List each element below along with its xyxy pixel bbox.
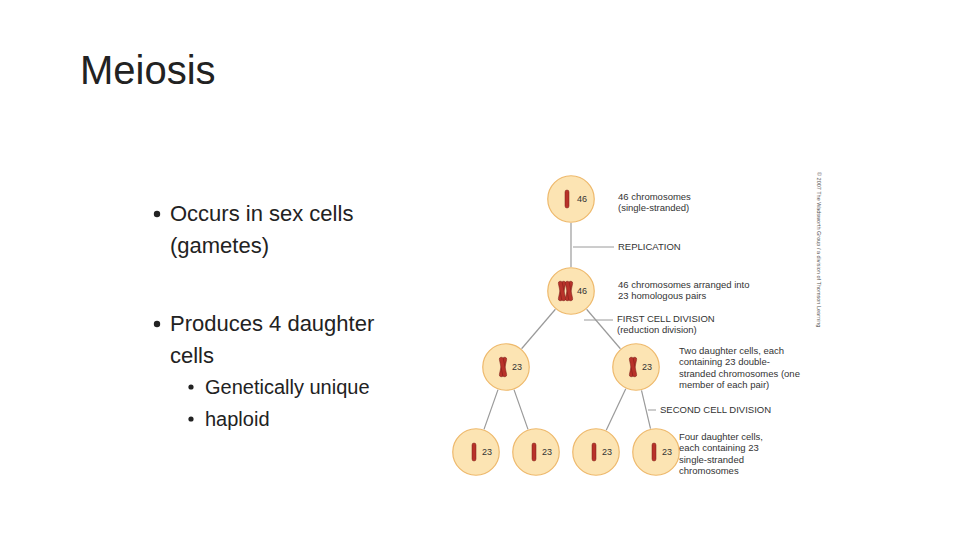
copyright-note: © 2007 The Wadsworth Group / a division … xyxy=(816,172,822,327)
division-line xyxy=(484,390,498,430)
cell-circle: 23 xyxy=(482,343,530,391)
chromosome-count: 23 xyxy=(662,448,672,457)
cell-circle-shape xyxy=(548,268,595,315)
step-label: FIRST CELL DIVISION (reduction division) xyxy=(617,314,745,336)
cell-outline xyxy=(512,428,560,476)
chromosome-count: 23 xyxy=(642,363,652,372)
bullet-dot xyxy=(188,384,193,389)
cell-outline xyxy=(452,428,500,476)
slide-title: Meiosis xyxy=(80,50,216,90)
cell-circle: 23 xyxy=(512,428,560,476)
bullet-dot xyxy=(154,321,160,327)
cell-outline xyxy=(572,428,620,476)
division-line xyxy=(606,389,626,431)
cell-circle-shape xyxy=(453,429,500,476)
chromosome-count: 23 xyxy=(542,448,552,457)
cell-circle-shape xyxy=(613,344,660,391)
annotation: Four daughter cells, each containing 23 … xyxy=(679,431,783,477)
cell-outline xyxy=(547,175,595,223)
chromosome-count: 23 xyxy=(512,363,522,372)
chromosome-count: 46 xyxy=(577,195,587,204)
annotation: Two daughter cells, each containing 23 d… xyxy=(679,345,805,391)
annotation: 46 chromosomes (single-stranded) xyxy=(618,191,710,214)
chromosome-count: 23 xyxy=(602,448,612,457)
leader-line xyxy=(648,410,656,411)
cell-circle: 23 xyxy=(452,428,500,476)
annotation: 46 chromosomes arranged into 23 homologo… xyxy=(618,279,752,302)
cell-circle-shape xyxy=(633,429,680,476)
bullet-dot xyxy=(188,416,193,421)
leader-line xyxy=(573,247,614,248)
leader-line xyxy=(584,320,613,321)
step-label: SECOND CELL DIVISION xyxy=(660,404,810,415)
step-label: REPLICATION xyxy=(618,241,728,252)
cell-circle-shape xyxy=(548,176,595,223)
division-line xyxy=(522,309,556,349)
bullet-dot xyxy=(154,211,160,217)
bullet-text: Produces 4 daughter cells xyxy=(170,308,405,372)
sub-bullet-text: Genetically unique xyxy=(205,372,425,402)
chromosome-count: 23 xyxy=(482,448,492,457)
sub-bullet-text: haploid xyxy=(205,404,425,434)
bullet-text: Occurs in sex cells (gametes) xyxy=(170,198,405,262)
cell-circle: 46 xyxy=(547,267,595,315)
chromosome-count: 46 xyxy=(577,287,587,296)
cell-circle: 23 xyxy=(612,343,660,391)
cell-outline xyxy=(482,343,530,391)
division-line xyxy=(587,309,621,349)
division-line xyxy=(570,223,571,267)
cell-outline xyxy=(632,428,680,476)
cell-outline xyxy=(547,267,595,315)
cell-circle-shape xyxy=(513,429,560,476)
cell-circle: 23 xyxy=(632,428,680,476)
cell-circle: 23 xyxy=(572,428,620,476)
cell-outline xyxy=(612,343,660,391)
cell-circle-shape xyxy=(483,344,530,391)
cell-circle: 46 xyxy=(547,175,595,223)
cell-circle-shape xyxy=(573,429,620,476)
division-line xyxy=(514,390,528,430)
